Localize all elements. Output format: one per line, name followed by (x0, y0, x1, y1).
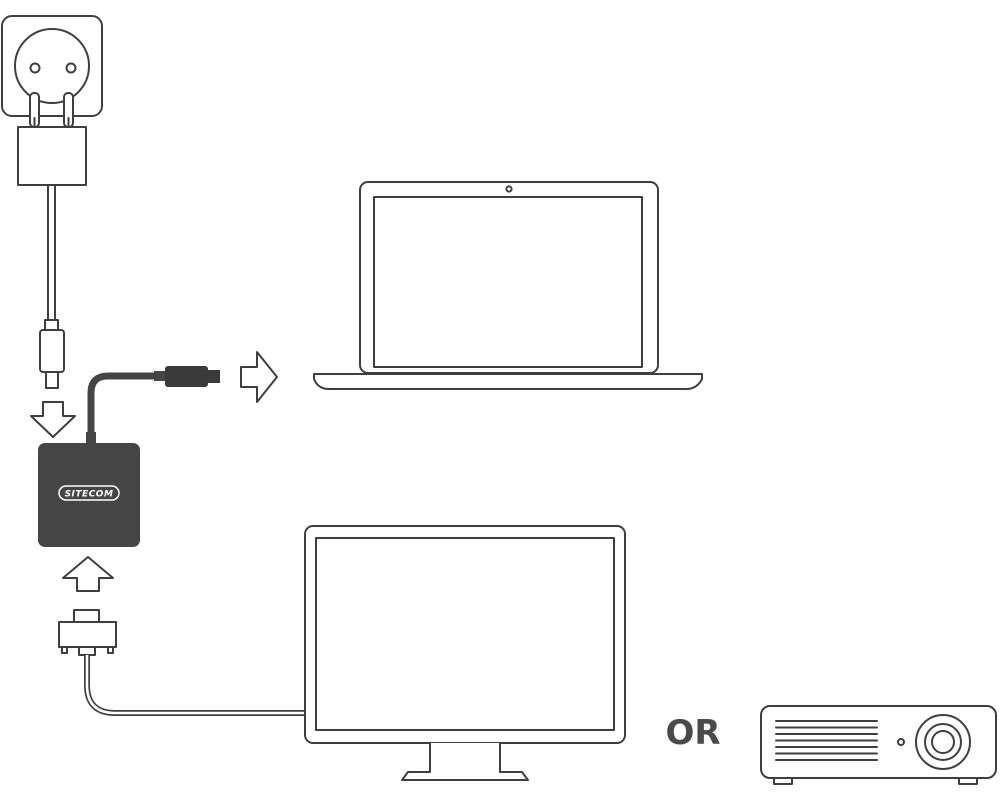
projector-icon (760, 705, 997, 785)
vga-cable-core (85, 655, 305, 715)
usb-c-hub-adapter: SITECOM (38, 432, 140, 547)
arrow-up-icon (62, 556, 114, 592)
vga-connector-icon (58, 609, 117, 656)
arrow-down-icon (30, 401, 76, 438)
vga-cable (84, 655, 305, 716)
power-adapter-icon (17, 92, 87, 186)
or-label: OR (665, 713, 720, 753)
wall-socket-icon (1, 15, 103, 117)
monitor-icon (304, 525, 626, 781)
adapter-usb-c-cable (87, 366, 220, 433)
power-cable (44, 184, 59, 331)
laptop-icon (313, 181, 703, 390)
arrow-right-icon (240, 351, 278, 403)
usb-c-plug-icon (39, 329, 65, 389)
brand-label: SITECOM (65, 490, 114, 500)
